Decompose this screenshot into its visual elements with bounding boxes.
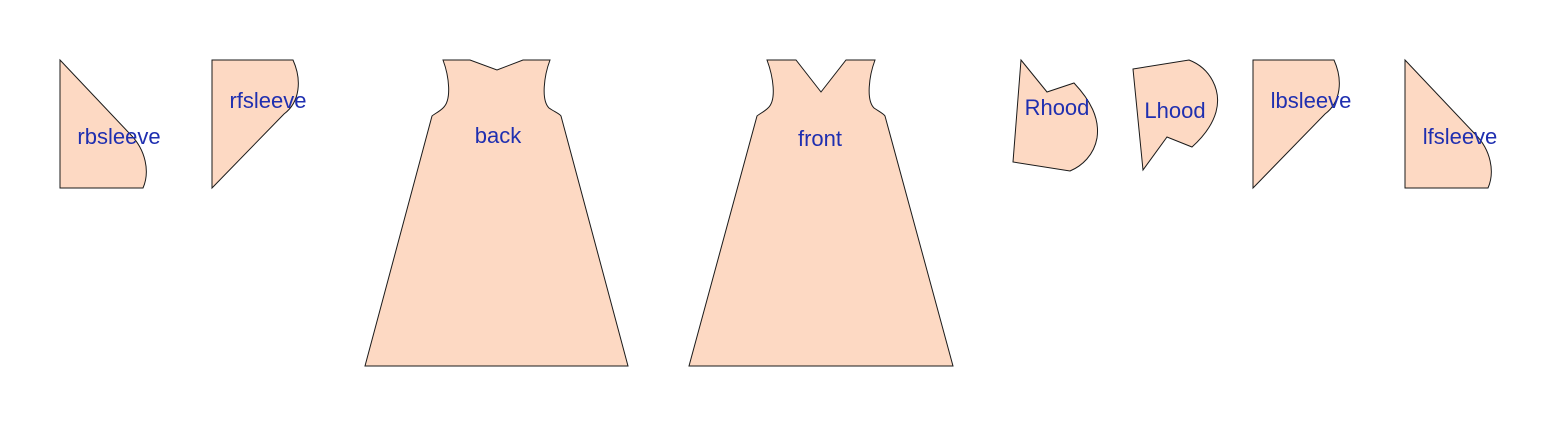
piece-rfsleeve: rfsleeve [211, 59, 307, 190]
piece-rhood-label: Rhood [1025, 95, 1090, 120]
piece-lhood-label: Lhood [1144, 98, 1205, 123]
piece-lhood: Lhood [1132, 59, 1218, 172]
piece-front-label: front [798, 126, 842, 151]
piece-rbsleeve: rbsleeve [59, 58, 161, 189]
piece-back: back [364, 59, 629, 367]
piece-lhood-shape [1132, 59, 1218, 172]
piece-lfsleeve-shape [1404, 58, 1492, 189]
piece-rbsleeve-shape [59, 58, 147, 189]
piece-front-shape [688, 59, 954, 367]
piece-rfsleeve-shape [211, 59, 299, 190]
piece-lbsleeve-shape [1252, 59, 1340, 190]
piece-rbsleeve-label: rbsleeve [77, 124, 160, 149]
piece-front: front [688, 59, 954, 367]
piece-rhood-shape [1012, 58, 1099, 172]
piece-lfsleeve-label: lfsleeve [1423, 124, 1498, 149]
piece-lbsleeve-label: lbsleeve [1271, 88, 1352, 113]
piece-rhood: Rhood [1012, 58, 1099, 172]
piece-rfsleeve-label: rfsleeve [229, 88, 306, 113]
piece-back-shape [364, 59, 629, 367]
piece-lfsleeve: lfsleeve [1404, 58, 1498, 189]
piece-lbsleeve: lbsleeve [1252, 59, 1352, 190]
piece-back-label: back [475, 123, 522, 148]
